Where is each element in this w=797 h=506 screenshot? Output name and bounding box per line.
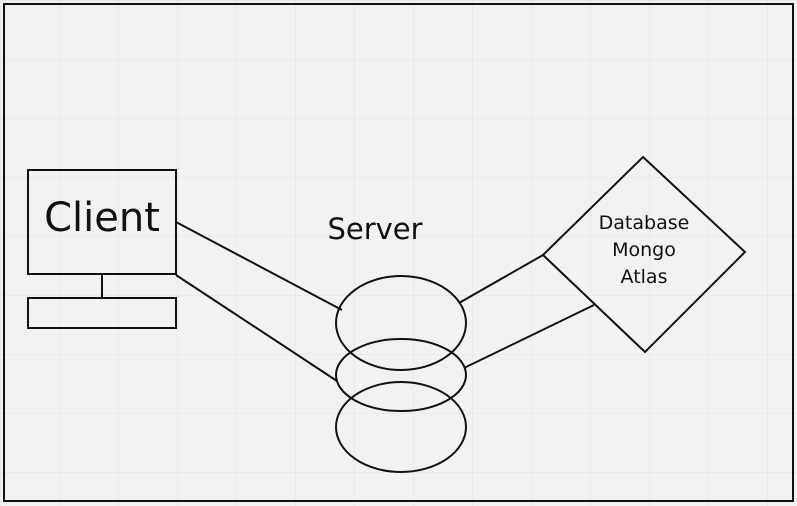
client-keyboard: [27, 297, 177, 329]
client-label: Client: [44, 195, 160, 241]
diagram-frame: [3, 3, 794, 502]
server-disk-middle: [335, 338, 467, 412]
database-label: Database Mongo Atlas: [562, 210, 726, 291]
server-disk-bottom: [335, 381, 467, 473]
client-server-connector-upper: [175, 221, 343, 311]
server-label: Server: [327, 212, 423, 246]
server-database-connector-upper: [458, 254, 544, 304]
server-database-connector-lower: [463, 304, 595, 369]
server-disk-top: [335, 275, 467, 371]
database-label-line-1: Database: [598, 212, 690, 234]
database-label-line-2: Mongo: [612, 239, 676, 261]
database-diamond: [541, 155, 747, 354]
client-server-connector-lower: [175, 274, 338, 382]
server-stack-icon: [335, 275, 467, 473]
database-label-line-3: Atlas: [620, 266, 668, 288]
